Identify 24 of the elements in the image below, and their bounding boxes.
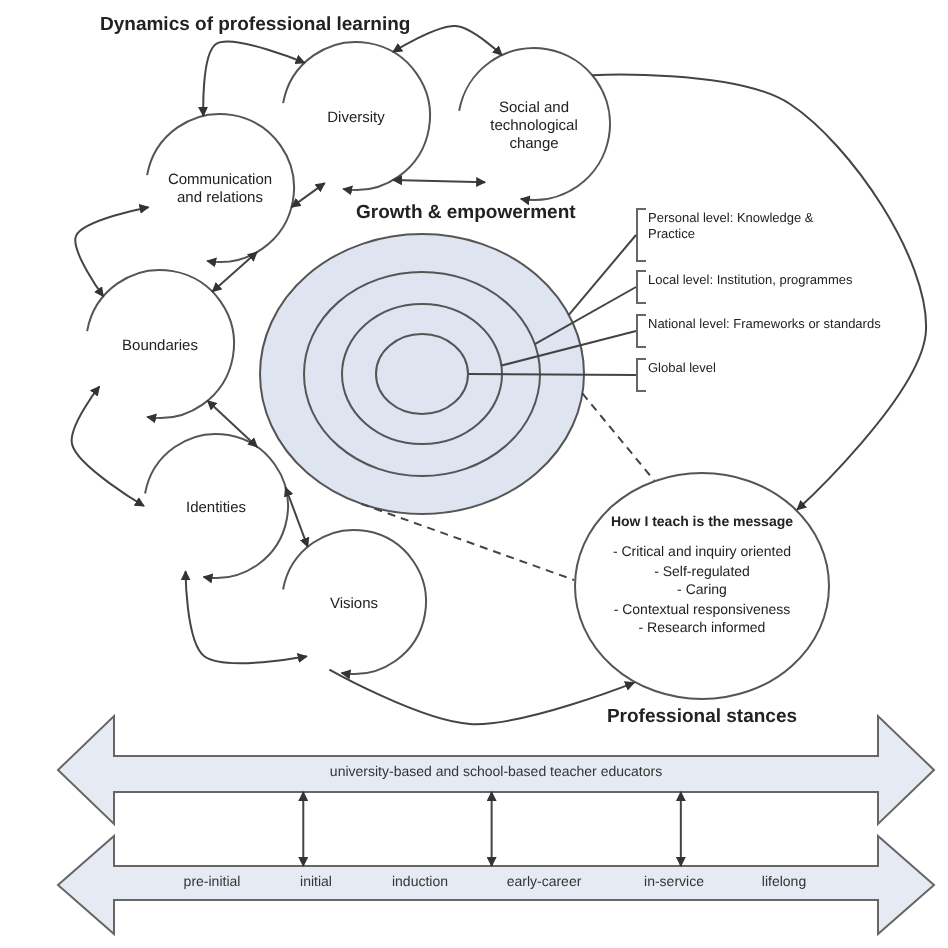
- connector-line: [567, 234, 637, 316]
- arrow: [284, 486, 310, 548]
- diagram-title: Dynamics of professional learning: [100, 14, 411, 36]
- arrow: [180, 570, 308, 665]
- arrow: [290, 182, 326, 209]
- dashed-line: [360, 502, 576, 582]
- arrow: [206, 399, 259, 448]
- dashed-line: [581, 392, 656, 482]
- arrow: [591, 73, 927, 511]
- arrow: [392, 175, 487, 187]
- arrow: [211, 251, 258, 293]
- arrow: [70, 385, 145, 507]
- arrow: [298, 791, 309, 867]
- arrow: [328, 668, 636, 725]
- section-heading: Professional stances: [604, 706, 800, 728]
- arrow: [392, 25, 503, 57]
- connector-line: [533, 286, 637, 346]
- connector-line: [467, 373, 637, 376]
- arrow: [198, 40, 306, 117]
- arrow: [675, 791, 686, 867]
- section-heading: Growth & empowerment: [356, 202, 576, 224]
- arrow: [74, 204, 150, 298]
- arrow: [486, 791, 497, 867]
- connector-line: [500, 330, 637, 367]
